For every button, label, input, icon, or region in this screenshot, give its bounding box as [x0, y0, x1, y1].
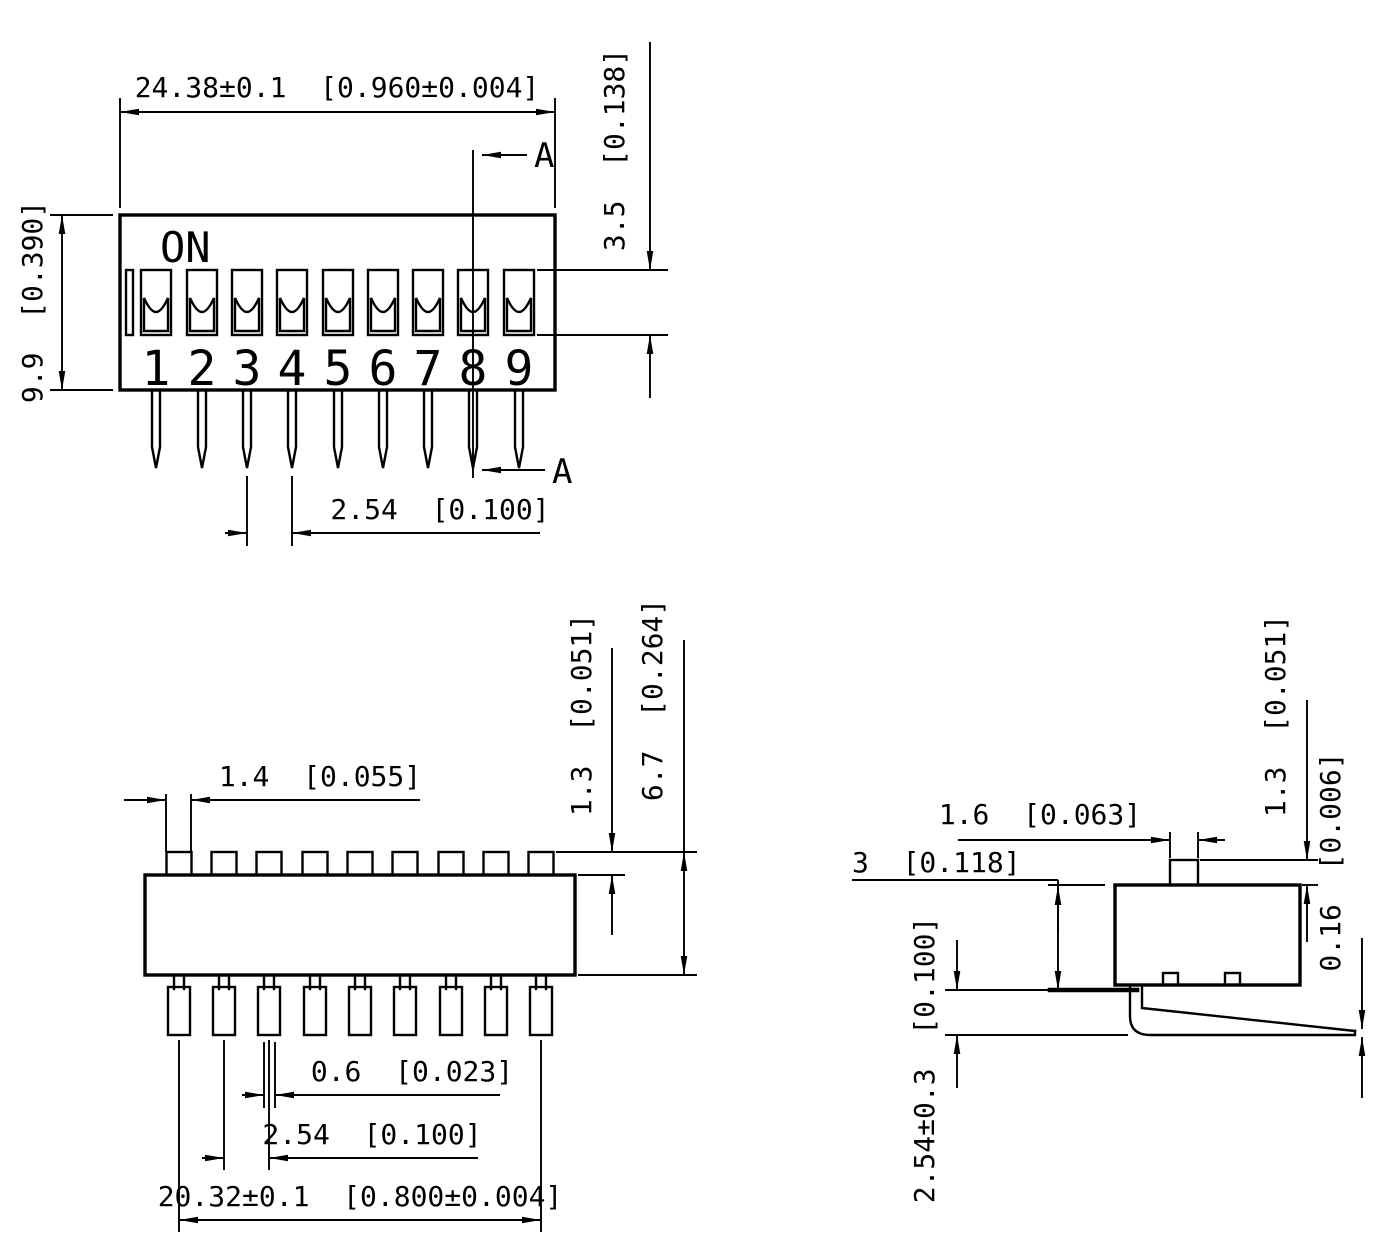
switch-number-4: 4 [278, 341, 307, 397]
dim-side-actuator-protrusion: 1.3 [0.051] [1259, 615, 1292, 817]
top-view-body-outline [118, 213, 557, 392]
dim-total-height: 6.7 [0.264] [636, 599, 669, 801]
dim-top-pitch: 2.54 [0.100] [330, 493, 549, 526]
dim-pin-span: 20.32±0.1 [0.800±0.004] [158, 1180, 563, 1213]
switch-number-5: 5 [324, 341, 353, 397]
side-view-pin-top-edge [1140, 983, 1357, 1033]
switch-number-1: 1 [142, 341, 171, 397]
side-view-dimensions [852, 700, 1366, 1098]
dim-side-body-height: 3 [0.118] [852, 846, 1021, 879]
side-view [1047, 858, 1357, 1037]
switch-number-9: 9 [505, 341, 534, 397]
switch-number-3: 3 [233, 341, 262, 397]
dim-window-height: 3.5 [0.138] [598, 49, 631, 251]
top-view-details [124, 268, 536, 470]
side-view-actuator [1168, 858, 1200, 887]
dim-side-actuator-width: 1.6 [0.063] [939, 798, 1141, 831]
section-label-bottom: A [552, 452, 572, 492]
side-view-body-outline [1113, 883, 1302, 987]
dim-actuator-width: 1.4 [0.055] [219, 760, 421, 793]
side-view-pin-bottom-edge [1128, 983, 1357, 1037]
top-view-dimensions [50, 42, 668, 546]
dim-actuator-protrusion: 1.3 [0.051] [565, 614, 598, 816]
front-view-body-outline [143, 873, 577, 977]
dim-front-pitch: 2.54 [0.100] [262, 1118, 481, 1151]
dim-top-height: 9.9 [0.390] [16, 201, 49, 403]
on-label: ON [160, 223, 211, 272]
dim-pin-width: 0.6 [0.023] [311, 1055, 513, 1088]
side-view-details [1047, 858, 1357, 1037]
dim-pin-thickness: 0.16 [0.006] [1314, 752, 1347, 971]
front-view [143, 850, 577, 1037]
top-view: ON 1 2 3 4 5 6 7 8 9 [118, 213, 557, 470]
switch-number-6: 6 [369, 341, 398, 397]
switch-number-2: 2 [188, 341, 217, 397]
dim-top-width: 24.38±0.1 [0.960±0.004] [135, 71, 540, 104]
top-view-left-notch [124, 268, 135, 337]
front-view-dimensions [124, 640, 697, 1232]
switch-number-7: 7 [414, 341, 443, 397]
section-label-top: A [534, 136, 554, 176]
front-view-details [165, 850, 555, 1037]
dim-standoff: 2.54±0.3 [0.100] [908, 917, 941, 1204]
